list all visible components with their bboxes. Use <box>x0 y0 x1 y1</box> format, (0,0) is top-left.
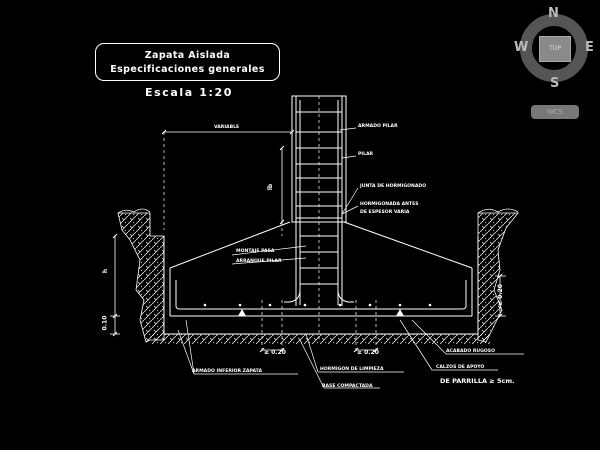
armado-inferior-label: ARMADO INFERIOR ZAPATA <box>192 369 263 374</box>
starter-bars <box>284 289 354 303</box>
compass-w[interactable]: W <box>514 40 529 55</box>
montaje-label: MONTAJE PASA <box>236 249 275 254</box>
hormigon-limpieza-label: HORMIGON DE LIMPIEZA <box>320 367 384 372</box>
hormigonada-label-2: DE ESPESOR VARIA <box>360 210 410 215</box>
compass-s[interactable]: S <box>550 76 560 91</box>
acabado-rugoso-label: ACABADO RUGOSO <box>446 349 496 354</box>
calzos-label: CALZOS DE APOYO <box>436 365 485 370</box>
base-compactada-label: BASE COMPACTADA <box>322 384 373 389</box>
view-cube-top-button[interactable]: TOP <box>539 36 571 62</box>
dim-020-left: ≥ 0.20 <box>264 349 286 356</box>
bottom-soil-hatch <box>150 334 490 344</box>
rebar-dots <box>203 303 432 307</box>
dim-h: h <box>102 268 110 274</box>
dim-010: 0.10 <box>101 315 109 331</box>
parrilla-label: DE PARRILLA ≥ 5cm. <box>440 377 515 385</box>
support-chairs <box>238 309 404 316</box>
compass-e[interactable]: E <box>585 40 594 55</box>
dashed-guides <box>163 96 377 352</box>
footing-outline <box>163 221 479 335</box>
variable-label: VARIABLE <box>214 125 240 130</box>
scale-label: Escala 1:20 <box>145 86 233 99</box>
left-soil-hatch <box>117 208 165 343</box>
junta-label: JUNTA DE HORMIGONADO <box>360 184 427 189</box>
arranque-label: ARRANQUE PILAR <box>236 259 282 264</box>
dimension-ticks <box>112 129 503 353</box>
column <box>291 95 347 306</box>
armado-pilar-label: ARMADO PILAR <box>358 124 398 129</box>
right-soil-hatch <box>477 208 519 343</box>
hormigonada-label-1: HORMIGONADA ANTES <box>360 202 419 207</box>
title-box: Zapata Aislada Especificaciones generale… <box>95 43 280 81</box>
compass-n[interactable]: N <box>548 6 559 21</box>
dim-lb: lb <box>267 183 275 191</box>
title-line-2: Especificaciones generales <box>110 64 265 75</box>
leader-lines <box>177 127 524 389</box>
view-compass <box>520 14 588 82</box>
wcs-button[interactable]: WCS <box>531 105 579 119</box>
title-line-1: Zapata Aislada <box>144 50 231 61</box>
dim-020-center: ≥ 0.20 <box>357 349 379 356</box>
dimension-lines <box>110 131 506 351</box>
bottom-rebar <box>175 280 467 310</box>
dim-020-right: ≥ 0.20 <box>496 284 504 306</box>
pilar-label: PILAR <box>358 152 374 157</box>
